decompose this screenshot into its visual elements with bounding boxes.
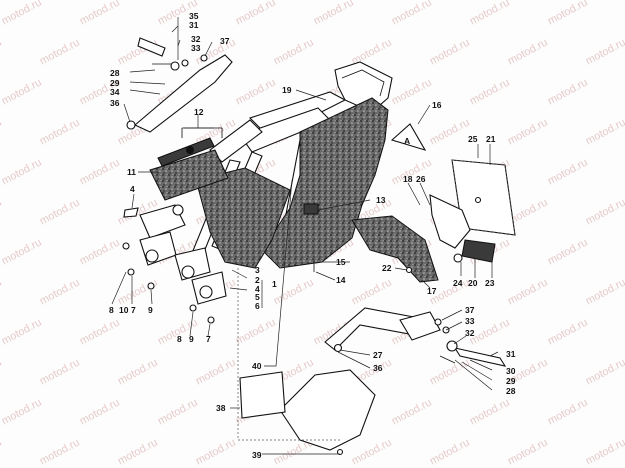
callout-14: 14 — [336, 275, 346, 285]
callout-3: 3 — [255, 265, 260, 275]
callout-36b: 36 — [373, 363, 383, 373]
callout-27: 27 — [373, 350, 383, 360]
callout-8b: 8 — [177, 334, 182, 344]
callout-33b: 33 — [465, 316, 475, 326]
callout-28b: 28 — [506, 386, 516, 396]
callout-24: 24 — [453, 278, 463, 288]
callout-5: 5 — [255, 292, 260, 302]
callout-13: 13 — [376, 195, 386, 205]
callout-37: 37 — [220, 36, 230, 46]
callout-32: 32 — [191, 34, 201, 44]
callout-40: 40 — [252, 361, 262, 371]
callout-34: 34 — [110, 87, 120, 97]
callout-29: 29 — [110, 78, 120, 88]
callout-22: 22 — [382, 263, 392, 273]
callout-15: 15 — [336, 257, 346, 267]
callout-11: 11 — [127, 167, 136, 177]
callout-17: 17 — [427, 286, 437, 296]
svg-text:A: A — [404, 136, 410, 146]
callout-16: 16 — [432, 100, 442, 110]
callout-28: 28 — [110, 68, 120, 78]
callout-6: 6 — [255, 301, 260, 311]
callout-labels: 35 31 32 33 37 28 29 34 36 12 19 16 25 2… — [109, 11, 516, 460]
callout-32b: 32 — [465, 328, 475, 338]
callout-36: 36 — [110, 98, 120, 108]
seat-bracket-12 — [157, 127, 223, 167]
callout-25: 25 — [468, 134, 478, 144]
callout-8a: 8 — [109, 305, 114, 315]
right-peg-bracket — [324, 307, 507, 367]
callout-7b: 7 — [206, 334, 211, 344]
callout-2: 2 — [255, 275, 260, 285]
callout-4: 4 — [130, 184, 135, 194]
callout-38: 38 — [216, 403, 226, 413]
callout-23: 23 — [485, 278, 495, 288]
callout-37b: 37 — [465, 305, 475, 315]
callout-33: 33 — [191, 43, 201, 53]
callout-20: 20 — [468, 278, 478, 288]
callout-35: 35 — [189, 11, 199, 21]
hardware — [122, 207, 413, 456]
callout-39: 39 — [252, 450, 262, 460]
lower-panels — [239, 369, 376, 451]
callout-12: 12 — [194, 107, 204, 117]
callout-29b: 29 — [506, 376, 516, 386]
callout-18: 18 — [403, 174, 413, 184]
callout-9b: 9 — [189, 334, 194, 344]
callout-30: 30 — [506, 366, 516, 376]
callout-10: 10 — [119, 305, 129, 315]
callout-21: 21 — [486, 134, 496, 144]
callout-1: 1 — [272, 279, 277, 289]
callout-4b: 4 — [255, 284, 260, 294]
left-peg-bracket — [126, 37, 233, 133]
callout-9a: 9 — [148, 305, 153, 315]
plate-holder: A — [390, 123, 516, 263]
callout-31b: 31 — [506, 349, 516, 359]
leader-lines — [111, 17, 499, 455]
undertray — [149, 97, 439, 283]
callout-31: 31 — [189, 20, 199, 30]
callout-26: 26 — [416, 174, 426, 184]
callout-7a: 7 — [131, 305, 136, 315]
callout-19: 19 — [282, 85, 292, 95]
